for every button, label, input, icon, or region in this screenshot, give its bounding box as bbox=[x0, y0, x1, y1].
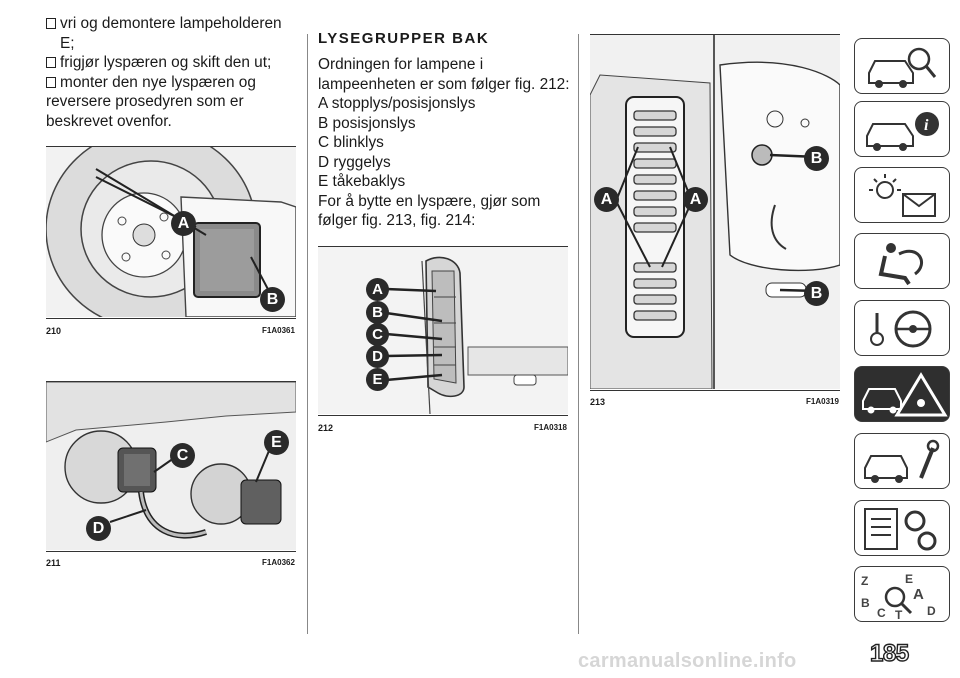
figure-213-image: B A A B bbox=[590, 35, 840, 389]
checkbox-bullet-icon bbox=[46, 57, 56, 68]
seat-airbag-icon bbox=[878, 243, 923, 286]
steering-wheel-key-icon bbox=[870, 310, 932, 348]
section-body: Ordningen for lampene i lampeenheten er … bbox=[318, 55, 570, 231]
marker-e: E bbox=[264, 430, 289, 455]
car-info-icon: i bbox=[866, 112, 939, 151]
checkbox-bullet-icon bbox=[46, 76, 56, 88]
breakdown-warning-triangle-icon bbox=[862, 372, 948, 417]
bullet-item: frigjør lyspæren og skift den ut; bbox=[46, 53, 300, 73]
figure-rule bbox=[46, 318, 296, 319]
section-heading: LYSEGRUPPER BAK bbox=[318, 30, 490, 47]
marker-a: A bbox=[683, 187, 708, 212]
car-search-icon bbox=[868, 47, 937, 88]
marker-a: A bbox=[171, 211, 196, 236]
chapter-tab-in-an-emergency[interactable] bbox=[854, 366, 950, 422]
figure-rule bbox=[590, 390, 840, 391]
bullet-item: vri og demontere lampeholderen E; bbox=[46, 14, 300, 53]
index-letter: B bbox=[861, 596, 870, 610]
lamp-item: D ryggelys bbox=[318, 153, 391, 171]
column-divider bbox=[307, 34, 308, 634]
lamp-item: B posisjonslys bbox=[318, 114, 416, 132]
marker-d: D bbox=[86, 516, 111, 541]
figure-212-image: A B C D E bbox=[318, 247, 568, 414]
index-letter: T bbox=[895, 608, 903, 622]
index-letter: D bbox=[927, 604, 936, 618]
figure-rule bbox=[46, 551, 296, 552]
technical-data-gears-icon bbox=[864, 508, 937, 551]
marker-b: B bbox=[804, 146, 829, 171]
checkbox-bullet-icon bbox=[46, 18, 56, 29]
instruction-text: For å bytte en lyspære, gjør som følger … bbox=[318, 192, 541, 230]
marker-a: A bbox=[594, 187, 619, 212]
marker-b: B bbox=[366, 301, 389, 324]
chapter-tab-servicing[interactable] bbox=[854, 433, 950, 489]
bullet-text: monter den nye lyspæren og bbox=[60, 73, 256, 91]
index-letter: E bbox=[905, 572, 913, 586]
chapter-tab-warning-lights[interactable] bbox=[854, 167, 950, 223]
figure-rule bbox=[590, 34, 840, 35]
bullet-text: frigjør lyspæren og skift den ut; bbox=[60, 54, 272, 71]
marker-d: D bbox=[366, 345, 389, 368]
car-maintenance-wrench-icon bbox=[864, 439, 940, 483]
column-divider bbox=[578, 34, 579, 634]
marker-a: A bbox=[366, 278, 389, 301]
left-column-text: vri og demontere lampeholderen E; frigjø… bbox=[46, 14, 300, 131]
chapter-tab-index[interactable]: Z E A B C T D bbox=[854, 566, 950, 622]
marker-e: E bbox=[366, 368, 389, 391]
marker-b: B bbox=[260, 287, 285, 312]
figure-number: 213 bbox=[590, 397, 606, 407]
marker-c: C bbox=[170, 443, 195, 468]
marker-b: B bbox=[804, 281, 829, 306]
index-letter: A bbox=[913, 586, 924, 603]
chapter-tab-safety[interactable] bbox=[854, 233, 950, 289]
chapter-tab-dashboard[interactable]: i bbox=[854, 101, 950, 157]
chapter-tab-starting-driving[interactable] bbox=[854, 300, 950, 356]
index-letter: Z bbox=[861, 574, 868, 588]
lamp-item: C blinklys bbox=[318, 134, 384, 151]
figure-number: 210 bbox=[46, 326, 62, 336]
continuation-text: reversere prosedyren som er beskrevet ov… bbox=[46, 93, 244, 130]
figure-number: 212 bbox=[318, 423, 334, 433]
svg-text:i: i bbox=[924, 117, 929, 134]
chapter-tab-technical-data[interactable] bbox=[854, 500, 950, 556]
watermark: carmanualsonline.info bbox=[578, 650, 797, 672]
index-letter: C bbox=[877, 606, 886, 620]
figure-rule bbox=[318, 415, 568, 416]
marker-c: C bbox=[366, 323, 389, 346]
figure-code: F1A0361 bbox=[262, 326, 295, 335]
intro-text: Ordningen for lampene i lampeenheten er … bbox=[318, 56, 570, 93]
page-number: 185 bbox=[869, 639, 909, 667]
figure-code: F1A0318 bbox=[534, 423, 567, 432]
chapter-tab-knowing-vehicle[interactable] bbox=[854, 38, 950, 94]
lamp-item: E tåkebaklys bbox=[318, 173, 406, 190]
warning-light-message-icon bbox=[869, 174, 936, 217]
figure-210-image: A B bbox=[46, 147, 296, 317]
bullet-item: monter den nye lyspæren og bbox=[46, 73, 300, 93]
bullet-text: vri og demontere lampeholderen E; bbox=[60, 15, 282, 52]
figure-rule bbox=[318, 246, 568, 247]
figure-code: F1A0319 bbox=[806, 397, 839, 406]
figure-code: F1A0362 bbox=[262, 558, 295, 567]
figure-number: 211 bbox=[46, 558, 61, 568]
figure-211-image: E C D bbox=[46, 382, 296, 550]
lamp-item: A stopplys/posisjonslys bbox=[318, 95, 476, 112]
alphabetical-index-icon: Z E A B C T D bbox=[861, 572, 936, 622]
